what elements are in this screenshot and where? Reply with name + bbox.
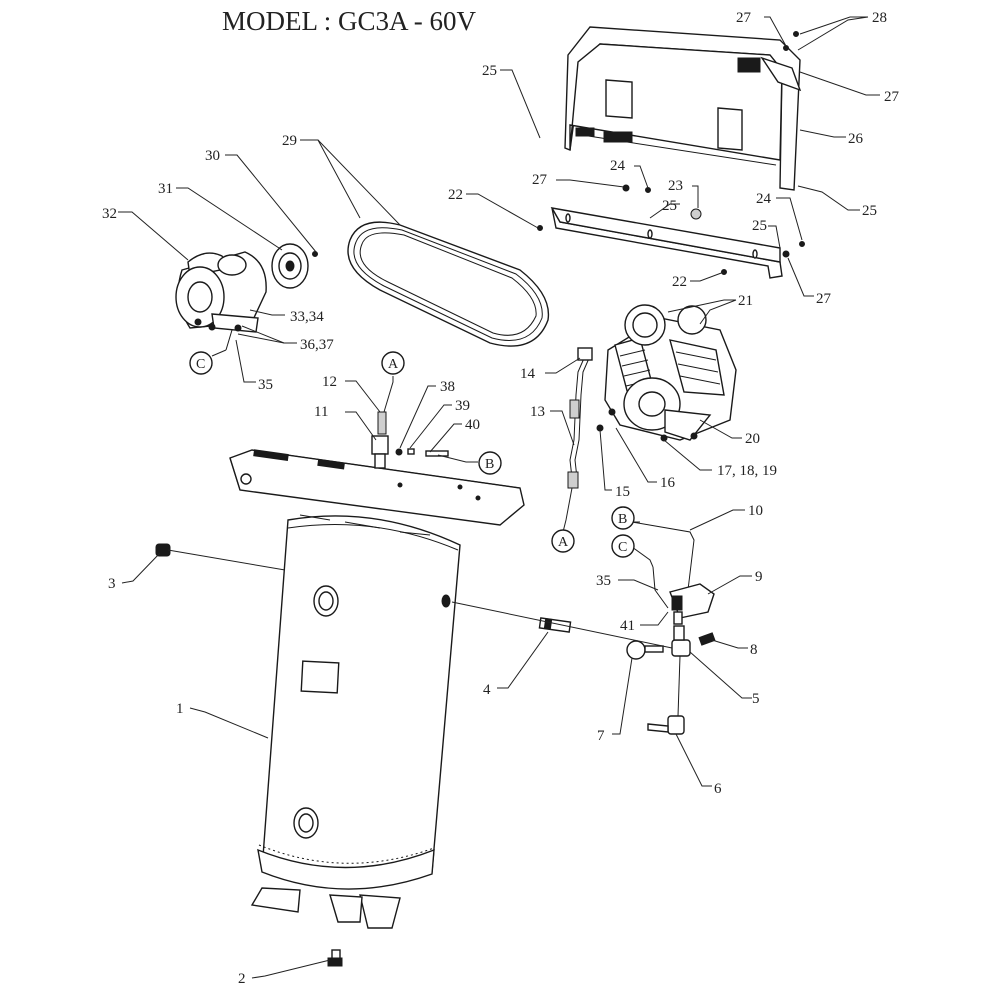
callout-31: 31 [158,181,173,197]
callout-33-34: 33,34 [290,309,324,325]
callout-5: 5 [752,691,760,707]
callout-10: 10 [748,503,763,519]
callout-6: 6 [714,781,722,797]
guard-bracket [537,31,805,279]
callout-8: 8 [750,642,758,658]
service-valve [647,715,685,735]
callout-26: 26 [848,131,864,147]
connector-c-switch: C [611,534,635,558]
callout-27-top: 27 [736,10,752,26]
callout-23: 23 [668,178,683,194]
belt-guard [564,26,802,191]
svg-text:C: C [618,540,627,555]
callout-24-right: 24 [756,191,772,207]
safety-valve [698,632,716,646]
manifold [671,625,691,717]
compressor-pump [596,304,737,442]
svg-text:C: C [196,357,205,372]
callout-labels: 1 2 3 4 5 6 7 8 9 10 11 12 13 14 15 16 1… [102,10,900,987]
svg-text:B: B [618,512,627,527]
callout-22-left: 22 [448,187,463,203]
svg-text:B: B [485,457,494,472]
motor-pulley [271,243,318,289]
callout-35-switch: 35 [596,573,611,589]
connector-a-top: A [381,351,405,375]
svg-text:A: A [388,357,399,372]
electric-motor [175,251,267,351]
connector-b-right: B [478,451,502,475]
callout-40: 40 [465,417,480,433]
callout-25-middle: 25 [662,198,677,214]
callout-25-top: 25 [482,63,497,79]
callout-11: 11 [314,404,328,420]
callout-13: 13 [530,404,545,420]
callout-4: 4 [483,682,491,698]
callout-2: 2 [238,971,246,987]
callout-28: 28 [872,10,887,26]
callout-36-37: 36,37 [300,337,334,353]
callout-41: 41 [620,618,635,634]
callout-35-motor: 35 [258,377,273,393]
callout-12: 12 [322,374,337,390]
callout-30: 30 [205,148,220,164]
callout-25-right: 25 [862,203,877,219]
callout-22-bottom: 22 [672,274,687,290]
drive-belt [347,221,550,347]
callout-32: 32 [102,206,117,222]
callout-15: 15 [615,484,630,500]
connector-a-bottom: A [551,529,575,553]
callout-7: 7 [597,728,605,744]
leader-lines [118,16,880,979]
callout-1: 1 [176,701,184,717]
callout-29: 29 [282,133,297,149]
model-title: MODEL : GC3A - 60V [222,6,476,36]
connector-b-switch: B [611,506,635,530]
fitting-40 [425,450,449,457]
plug [155,543,171,557]
saddle-platform [229,449,525,536]
fitting-38 [395,448,403,456]
callout-27-bottom: 27 [816,291,832,307]
svg-text:A: A [558,535,569,550]
fitting-39 [407,448,415,455]
callout-20: 20 [745,431,760,447]
drain-valve [327,949,343,967]
callout-3: 3 [108,576,116,592]
discharge-tube [567,347,593,489]
callout-17-18-19: 17, 18, 19 [717,463,777,479]
air-tank [250,515,461,929]
connector-c-motor: C [189,351,213,375]
check-valve [371,411,389,469]
callout-14: 14 [520,366,536,382]
callout-21: 21 [738,293,753,309]
outlet-nipple [538,617,572,633]
callout-16: 16 [660,475,676,491]
callout-27-right: 27 [884,89,900,105]
pressure-switch [669,583,715,625]
callout-24-left: 24 [610,158,626,174]
callout-9: 9 [755,569,763,585]
callout-38: 38 [440,379,455,395]
callout-39: 39 [455,398,470,414]
callout-25-bracket: 25 [752,218,767,234]
callout-27-left: 27 [532,172,548,188]
outlet-tube [631,521,695,609]
pressure-gauge [626,640,664,660]
